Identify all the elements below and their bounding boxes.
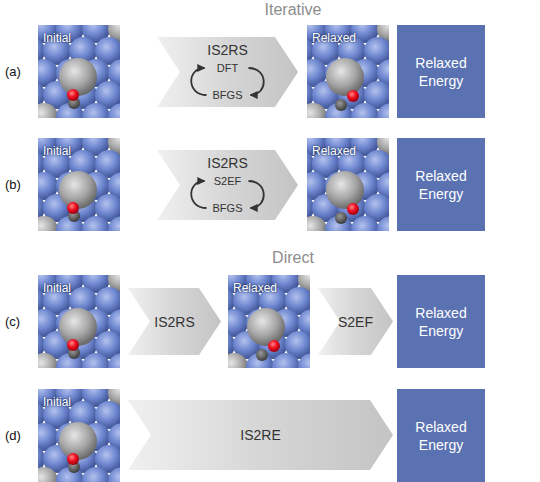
state-label: Initial xyxy=(43,144,71,158)
structure-panel: Relaxed xyxy=(228,275,310,368)
cycle-step-label: BFGS xyxy=(213,88,243,102)
result-box: Relaxed Energy xyxy=(397,389,485,482)
surface-picture xyxy=(307,138,389,231)
surface-atom xyxy=(82,103,110,118)
surface-atom xyxy=(38,103,58,118)
surface-atom xyxy=(272,353,300,368)
cycle-step-label: S2EF xyxy=(214,174,242,188)
workflow-chevron: IS2RS xyxy=(128,288,221,355)
adsorbate-atom xyxy=(59,308,97,346)
adsorbate-atom xyxy=(67,89,79,101)
adsorbate-atom xyxy=(247,308,285,346)
cycle-arrow xyxy=(248,68,263,95)
surface-atom xyxy=(377,103,389,118)
row-label: (b) xyxy=(5,176,21,194)
state-label: Initial xyxy=(43,395,71,409)
surface-atom xyxy=(377,216,389,231)
surface-atom xyxy=(108,216,120,231)
task-label: IS2RS xyxy=(207,42,247,58)
structure-panel: Initial xyxy=(38,25,120,118)
surface-atom xyxy=(38,467,58,482)
adsorbate-atom xyxy=(347,203,359,215)
surface-atom xyxy=(351,216,379,231)
surface-atom xyxy=(307,103,327,118)
surface-picture xyxy=(38,25,120,118)
adsorbate-atom xyxy=(326,171,364,209)
adsorbate-atom xyxy=(268,340,280,352)
workflow-chevron: IS2RS DFT BFGS xyxy=(157,37,298,107)
task-label: IS2RS xyxy=(207,155,247,171)
adsorbate-atom xyxy=(347,90,359,102)
adsorbate-atom xyxy=(59,171,97,209)
surface-atom xyxy=(307,216,327,231)
surface-atom xyxy=(351,103,379,118)
workflow-chevron: IS2RE xyxy=(128,400,393,470)
result-box: Relaxed Energy xyxy=(397,25,485,118)
surface-picture xyxy=(38,138,120,231)
surface-atom xyxy=(38,216,58,231)
adsorbate-atom xyxy=(67,453,79,465)
cycle-arrow xyxy=(248,181,263,208)
state-label: Initial xyxy=(43,31,71,45)
result-box: Relaxed Energy xyxy=(397,138,485,231)
task-label: IS2RE xyxy=(240,427,280,443)
surface-atom xyxy=(82,216,110,231)
result-label: Relaxed Energy xyxy=(405,418,477,454)
surface-atom xyxy=(108,467,120,482)
surface-picture xyxy=(38,389,120,482)
chevron-body xyxy=(157,37,298,107)
task-label: S2EF xyxy=(338,314,373,330)
state-label: Initial xyxy=(43,281,71,295)
adsorbate-atom xyxy=(335,99,347,111)
surface-picture xyxy=(228,275,310,368)
cycle-arrow xyxy=(191,181,206,208)
row-label: (a) xyxy=(5,63,21,81)
structure-panel: Relaxed xyxy=(307,25,389,118)
cycle-step-label: DFT xyxy=(217,61,238,75)
surface-atom xyxy=(38,353,58,368)
adsorbate-atom xyxy=(67,202,79,214)
structure-panel: Relaxed xyxy=(307,138,389,231)
surface-picture xyxy=(38,275,120,368)
adsorbate-atom xyxy=(59,422,97,460)
section-heading: Iterative xyxy=(265,1,322,19)
surface-atom xyxy=(108,353,120,368)
result-label: Relaxed Energy xyxy=(405,167,477,203)
state-label: Relaxed xyxy=(312,31,356,45)
workflow-chevron: S2EF xyxy=(318,288,393,355)
surface-atom xyxy=(108,103,120,118)
adsorbate-atom xyxy=(326,58,364,96)
adsorbate-atom xyxy=(256,349,268,361)
section-heading: Direct xyxy=(272,249,314,267)
cycle-arrow xyxy=(191,68,206,95)
surface-atom xyxy=(298,353,310,368)
workflow-chevron: IS2RS S2EF BFGS xyxy=(157,150,298,220)
adsorbate-atom xyxy=(335,212,347,224)
adsorbate-atom xyxy=(59,58,97,96)
adsorbate-atom xyxy=(67,339,79,351)
surface-atom xyxy=(82,467,110,482)
structure-panel: Initial xyxy=(38,389,120,482)
chevron-body xyxy=(318,288,393,355)
chevron-body xyxy=(157,150,298,220)
cycle-step-label: BFGS xyxy=(213,201,243,215)
result-box: Relaxed Energy xyxy=(397,275,485,368)
chevron-body xyxy=(128,400,393,470)
surface-atom xyxy=(228,353,248,368)
result-label: Relaxed Energy xyxy=(405,54,477,90)
row-label: (c) xyxy=(5,313,20,331)
surface-atom xyxy=(82,353,110,368)
surface-picture xyxy=(307,25,389,118)
task-label: IS2RS xyxy=(154,314,194,330)
result-label: Relaxed Energy xyxy=(405,304,477,340)
structure-panel: Initial xyxy=(38,138,120,231)
chevron-body xyxy=(128,288,221,355)
state-label: Relaxed xyxy=(233,281,277,295)
row-label: (d) xyxy=(5,427,21,445)
structure-panel: Initial xyxy=(38,275,120,368)
state-label: Relaxed xyxy=(312,144,356,158)
